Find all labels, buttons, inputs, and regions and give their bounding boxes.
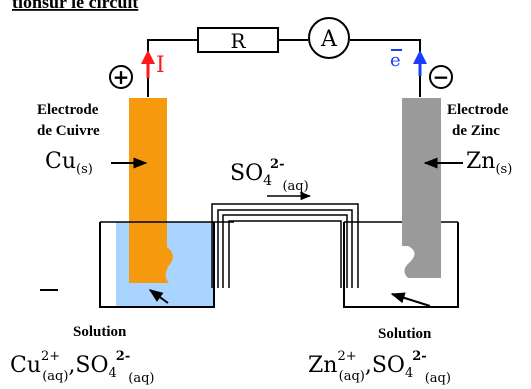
electron-arrow: e <box>390 49 427 76</box>
minus-sign: − <box>433 65 450 89</box>
salt-bridge-ion-label: SO42-(aq) <box>230 157 312 201</box>
current-label: I <box>156 53 165 78</box>
current-arrow: I <box>141 50 165 78</box>
copper-species-label: Cu(s) <box>45 149 148 177</box>
svg-text:Electrode: Electrode <box>447 102 509 118</box>
svg-text:Electrode: Electrode <box>37 102 99 118</box>
positive-terminal: + <box>109 65 133 89</box>
zinc-species-label: Zn(s) <box>423 149 512 177</box>
svg-text:de Zinc: de Zinc <box>452 123 500 139</box>
svg-text:Solution: Solution <box>378 326 432 342</box>
svg-text:Cu(s): Cu(s) <box>45 149 93 177</box>
title: tionsur le circuit <box>12 0 138 12</box>
svg-text:Solution: Solution <box>73 324 127 340</box>
left-solution-label: Solution Cu2+(aq),SO42-(aq) <box>10 289 169 386</box>
svg-text:de Cuivre: de Cuivre <box>37 123 100 139</box>
right-beaker <box>343 222 459 308</box>
resistor-label: R <box>230 29 246 53</box>
negative-terminal: − <box>429 65 453 89</box>
copper-electrode <box>129 98 173 283</box>
svg-text:Zn2+(aq),SO42-(aq): Zn2+(aq),SO42-(aq) <box>308 349 451 386</box>
ammeter: A <box>308 17 350 59</box>
right-solution-label: Solution Zn2+(aq),SO42-(aq) <box>308 292 451 386</box>
svg-text:SO42-(aq): SO42-(aq) <box>230 157 309 194</box>
right-electrode-label: Electrode de Zinc <box>447 102 509 139</box>
left-electrode-label: Electrode de Cuivre <box>37 102 100 139</box>
svg-text:Zn(s): Zn(s) <box>466 149 512 177</box>
salt-bridge <box>211 203 359 288</box>
plus-sign: + <box>113 65 130 89</box>
left-beaker <box>99 222 215 308</box>
svg-text:Cu2+(aq),SO42-(aq): Cu2+(aq),SO42-(aq) <box>10 349 154 386</box>
zinc-electrode <box>402 98 441 278</box>
resistor: R <box>197 27 279 53</box>
electron-label: e <box>390 50 401 71</box>
external-circuit <box>147 39 421 97</box>
ammeter-label: A <box>320 27 338 52</box>
